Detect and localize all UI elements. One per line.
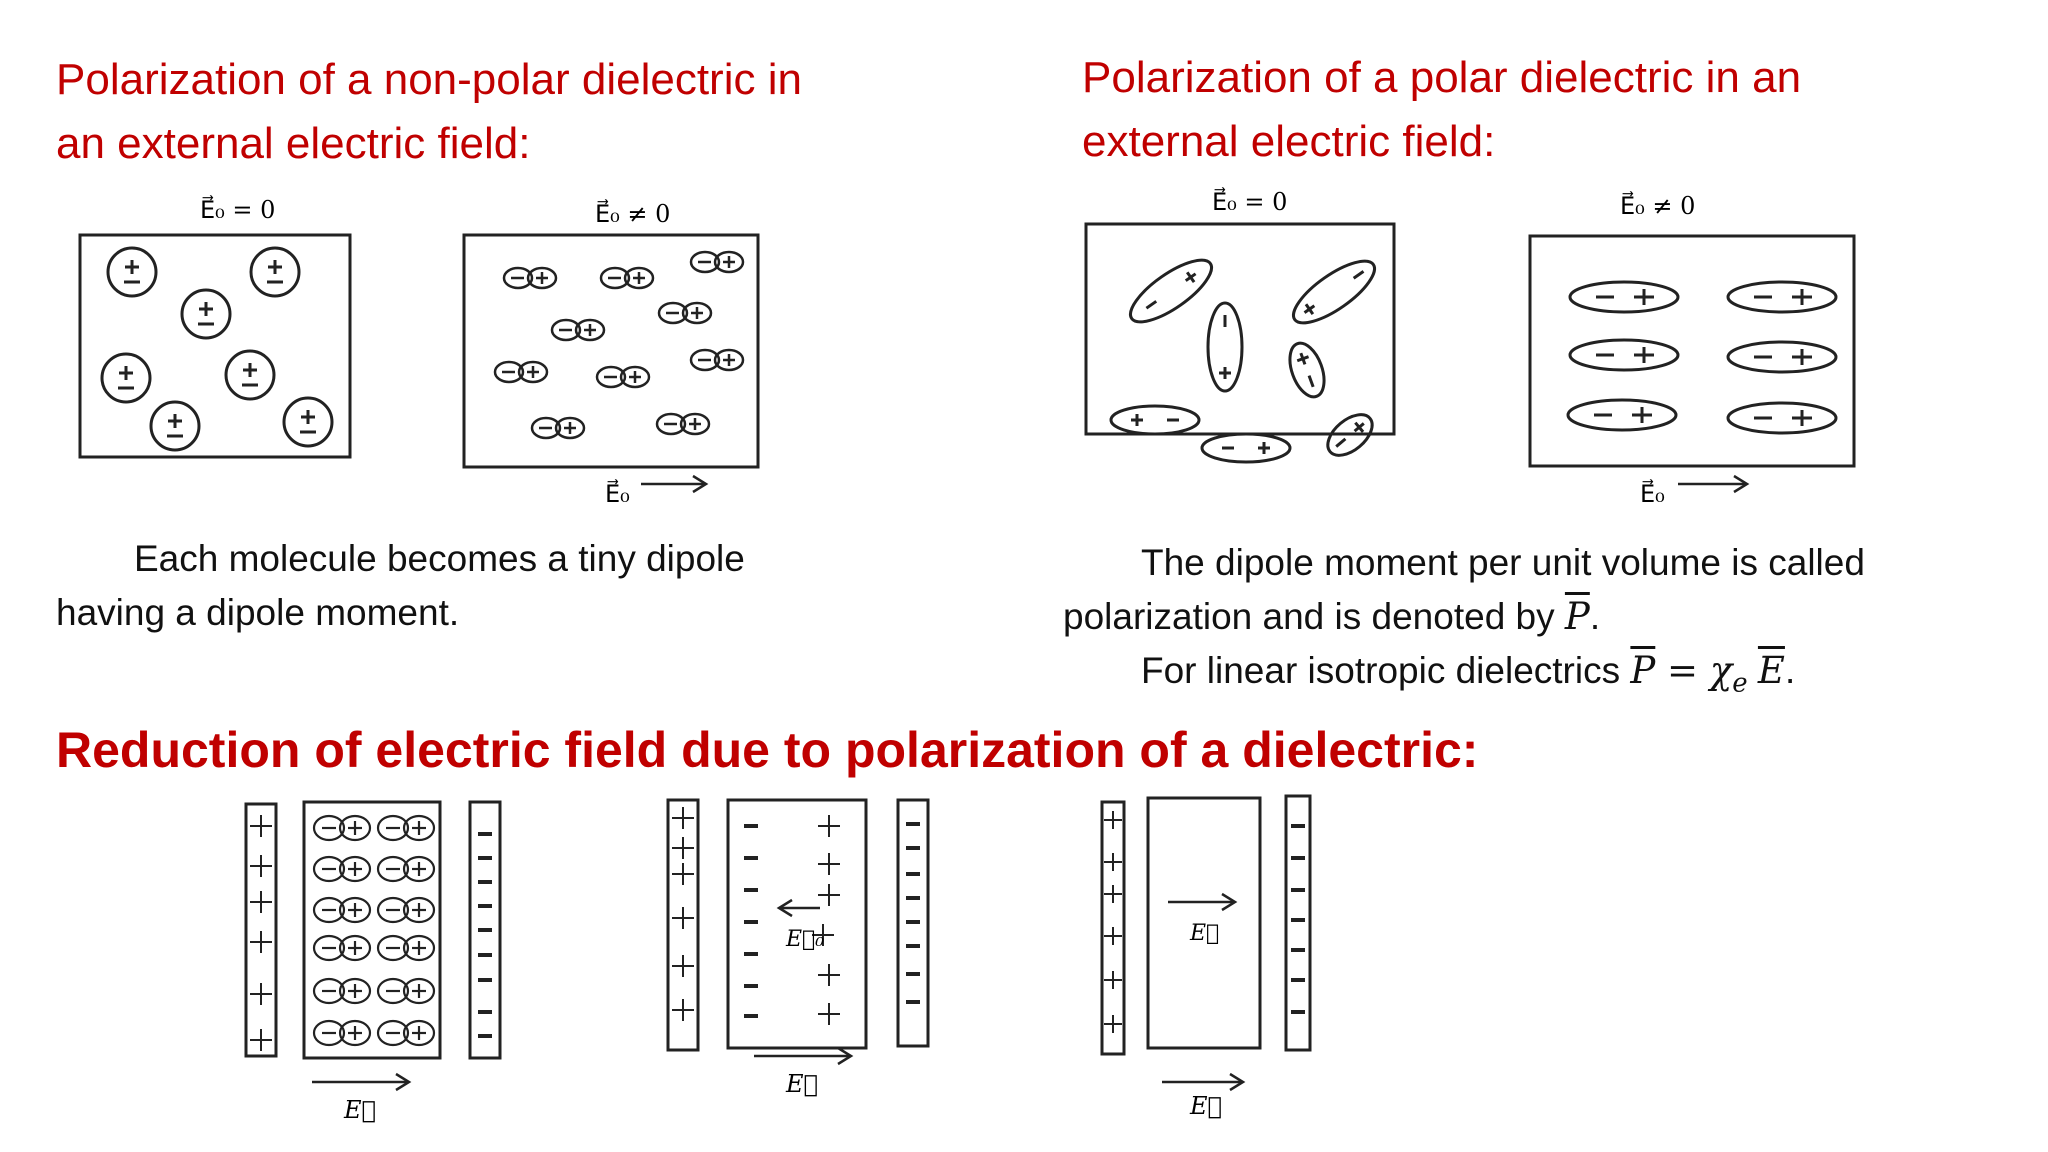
reduction-figure-surface-charges-inner-field: E⃗₀ xyxy=(785,927,824,952)
reduction-figure-net-field-label: E⃗ xyxy=(1189,1092,1222,1120)
equation-period: . xyxy=(1784,650,1796,691)
reduction-figure-dipoles-field: E⃗ xyxy=(343,1096,376,1124)
polar-field-label: E⃗₀ xyxy=(1640,479,1665,508)
nonpolar-description: Each molecule becomes a tiny dipole havi… xyxy=(56,532,745,640)
polar-description-line2-period: . xyxy=(1589,596,1601,637)
polar-heading-line1: Polarization of a polar dielectric in an xyxy=(1082,53,1802,102)
reduction-figure-net-field: E⃗ E⃗ xyxy=(1100,794,1312,1120)
nonpolar-description-line1: Each molecule becomes a tiny dipole xyxy=(134,538,745,579)
nonpolar-zero-field-figure: E⃗₀ = 0 xyxy=(78,195,352,459)
polar-description-line2: polarization and is denoted by P. xyxy=(1063,590,1865,644)
polar-description: The dipole moment per unit volume is cal… xyxy=(1063,536,1865,710)
nonpolar-heading-line1: Polarization of a non-polar dielectric i… xyxy=(56,55,802,104)
polar-description-line1: The dipole moment per unit volume is cal… xyxy=(1141,542,1865,583)
polar-description-line3: For linear isotropic dielectrics P = χe … xyxy=(1063,644,1865,710)
reduction-figure-surface-charges-field: E⃗ xyxy=(785,1070,818,1098)
reduction-heading: Reduction of electric field due to polar… xyxy=(56,722,1479,778)
nonpolar-applied-field-label: E⃗₀ ≠ 0 xyxy=(595,199,670,228)
equation-equals: = xyxy=(1655,649,1710,692)
nonpolar-applied-field-figure: E⃗₀ ≠ 0 E⃗₀ xyxy=(462,199,760,508)
equation-p: P xyxy=(1630,649,1656,692)
polarization-symbol: P xyxy=(1564,595,1590,638)
polar-heading-line2: external electric field: xyxy=(1082,117,1496,166)
reduction-figure-dipoles: E⃗ xyxy=(244,800,502,1124)
nonpolar-heading-line2: an external electric field: xyxy=(56,119,531,168)
reduction-figure-surface-charges: E⃗₀ E⃗ xyxy=(666,798,930,1098)
polar-description-line3-text: For linear isotropic dielectrics xyxy=(1141,650,1631,691)
nonpolar-description-line2: having a dipole moment. xyxy=(56,592,460,633)
polar-zero-field-figure: E⃗₀ = 0 xyxy=(1084,187,1396,464)
polar-zero-field-label: E⃗₀ = 0 xyxy=(1212,187,1287,216)
nonpolar-field-label: E⃗₀ xyxy=(605,479,630,508)
equation-e: E xyxy=(1757,649,1785,692)
reduction-figure-net-field-inner: E⃗ xyxy=(1189,921,1219,946)
equation-chi: χ xyxy=(1709,649,1733,692)
polar-applied-field-label: E⃗₀ ≠ 0 xyxy=(1620,191,1695,220)
equation-chi-subscript: e xyxy=(1732,668,1748,699)
polar-applied-field-figure: E⃗₀ ≠ 0 E⃗₀ xyxy=(1528,191,1856,508)
nonpolar-heading: Polarization of a non-polar dielectric i… xyxy=(56,48,802,176)
polar-heading: Polarization of a polar dielectric in an… xyxy=(1082,46,1801,174)
nonpolar-zero-field-label: E⃗₀ = 0 xyxy=(200,195,275,224)
polar-description-line2-text: polarization and is denoted by xyxy=(1063,596,1565,637)
